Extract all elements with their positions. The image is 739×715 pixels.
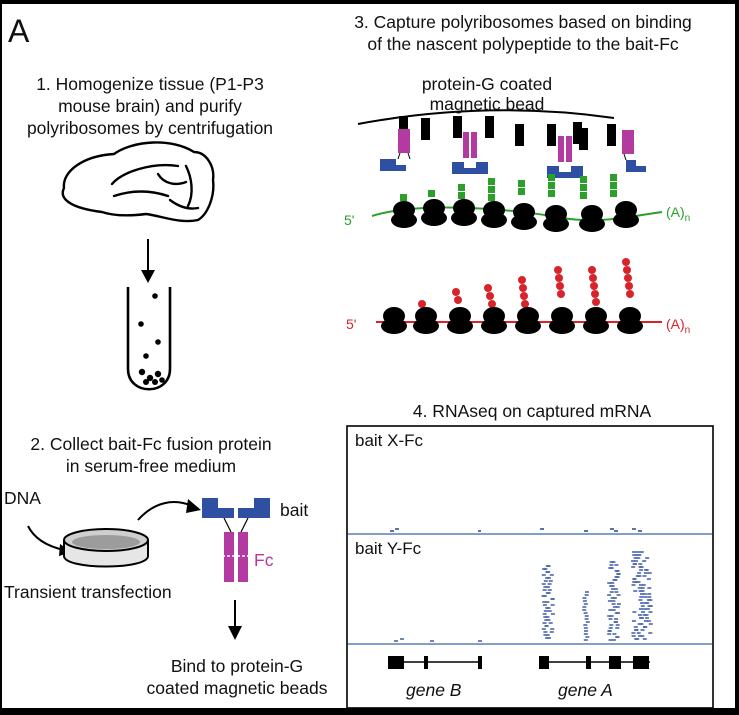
- sequencing-reads-track2: [394, 551, 653, 642]
- culture-dish-icon: [63, 528, 149, 568]
- transfection-arrow-icon: [137, 499, 201, 521]
- red-polya-label: (A)n: [666, 316, 691, 336]
- arrow-down-icon: [228, 600, 242, 640]
- step2-line2: in serum-free medium: [65, 456, 237, 476]
- step3-line1: 3. Capture polyribosomes based on bindin…: [354, 12, 692, 32]
- fc-label: Fc: [254, 550, 274, 570]
- figure-artwork: [27, 109, 714, 708]
- centrifuge-tube-icon: [126, 287, 172, 391]
- rnaseq-panel: [346, 425, 714, 708]
- green-five-prime-label: 5': [344, 212, 355, 228]
- bait-label: bait: [280, 500, 309, 520]
- panel-label: A: [8, 13, 30, 49]
- figure-panel: A 1. Homogenize tissue (P1-P3 mouse brai…: [2, 4, 735, 708]
- track2-label: bait Y-Fc: [355, 539, 422, 558]
- red-five-prime-label: 5': [346, 316, 357, 332]
- red-ribosomes: [381, 307, 643, 334]
- mouse-brain-icon: [61, 141, 215, 223]
- bait-fc-protein-icon: [202, 498, 270, 582]
- dna-label: DNA: [4, 488, 41, 508]
- gene-a-model: [539, 656, 650, 669]
- bind-line2: coated magnetic beads: [146, 678, 328, 698]
- step4-title: 4. RNAseq on captured mRNA: [412, 401, 652, 421]
- bead-label-line1: protein-G coated: [421, 74, 553, 94]
- transfection-label: Transient transfection: [4, 582, 172, 602]
- arrow-down-icon: [141, 239, 155, 283]
- gene-b-model: [388, 656, 482, 669]
- step1-line1: 1. Homogenize tissue (P1-P3: [36, 74, 264, 94]
- green-polya-label: (A)n: [666, 204, 691, 224]
- step1-line3: polyribosomes by centrifugation: [26, 118, 274, 138]
- gene-a-label: gene A: [558, 680, 613, 700]
- green-nascent-peptides: [400, 174, 617, 201]
- step1-line2: mouse brain) and purify: [58, 96, 242, 116]
- red-nascent-peptides: [418, 258, 634, 308]
- green-ribosomes: [391, 199, 639, 232]
- sequencing-reads-track1: [390, 528, 642, 532]
- bound-bait-fc-icon: [380, 129, 646, 178]
- gene-b-label: gene B: [406, 680, 462, 700]
- track1-label: bait X-Fc: [355, 431, 424, 450]
- bead-label-line2: magnetic bead: [429, 94, 545, 114]
- step3-line2: of the nascent polypeptide to the bait-F…: [367, 34, 679, 54]
- step2-line1: 2. Collect bait-Fc fusion protein: [30, 434, 272, 454]
- protein-g-anchors: [399, 116, 616, 150]
- magnetic-bead-outline: [357, 109, 615, 125]
- bind-line1: Bind to protein-G: [170, 656, 304, 676]
